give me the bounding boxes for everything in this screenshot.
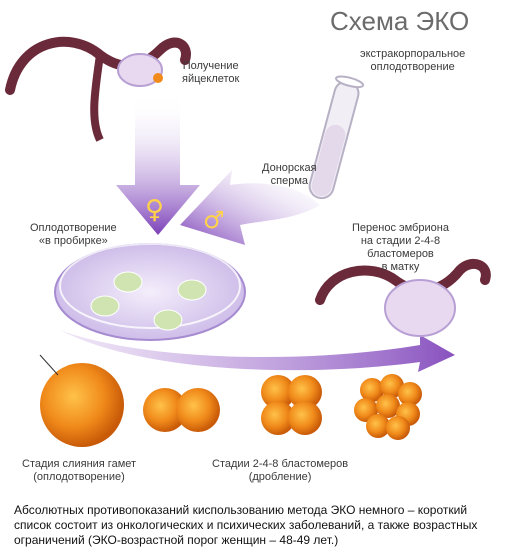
test-tube-icon [308,75,365,200]
diagram-title: Схема ЭКО [330,6,470,36]
label-in-vitro: Оплодотворение«в пробирке» [30,222,117,247]
uterus-top-icon [5,36,191,142]
female-symbol-icon: ♀ [145,195,164,225]
petri-dish-icon [54,243,246,341]
male-arrow [180,170,320,245]
caption-text: Абсолютных противопоказаний киспользован… [14,503,478,547]
male-symbol-icon: ♂ [203,206,225,234]
female-arrow [116,95,200,235]
diagram-graphics: ♀ ♂ [5,36,491,447]
embryo-stage-zygote [39,354,124,447]
label-fusion: Стадия слияния гамет(оплодотворение) [22,458,137,483]
embryo-stage-8-cell [354,374,422,440]
ivf-diagram: ♀ ♂ [5,6,491,483]
uterus-right-icon [315,258,491,337]
label-cleavage: Стадии 2-4-8 бластомеров(дробление) [212,458,349,483]
transfer-swoosh [60,330,455,372]
embryo-stage-4-cell [261,375,322,435]
embryo-stage-2-cell [143,388,220,432]
